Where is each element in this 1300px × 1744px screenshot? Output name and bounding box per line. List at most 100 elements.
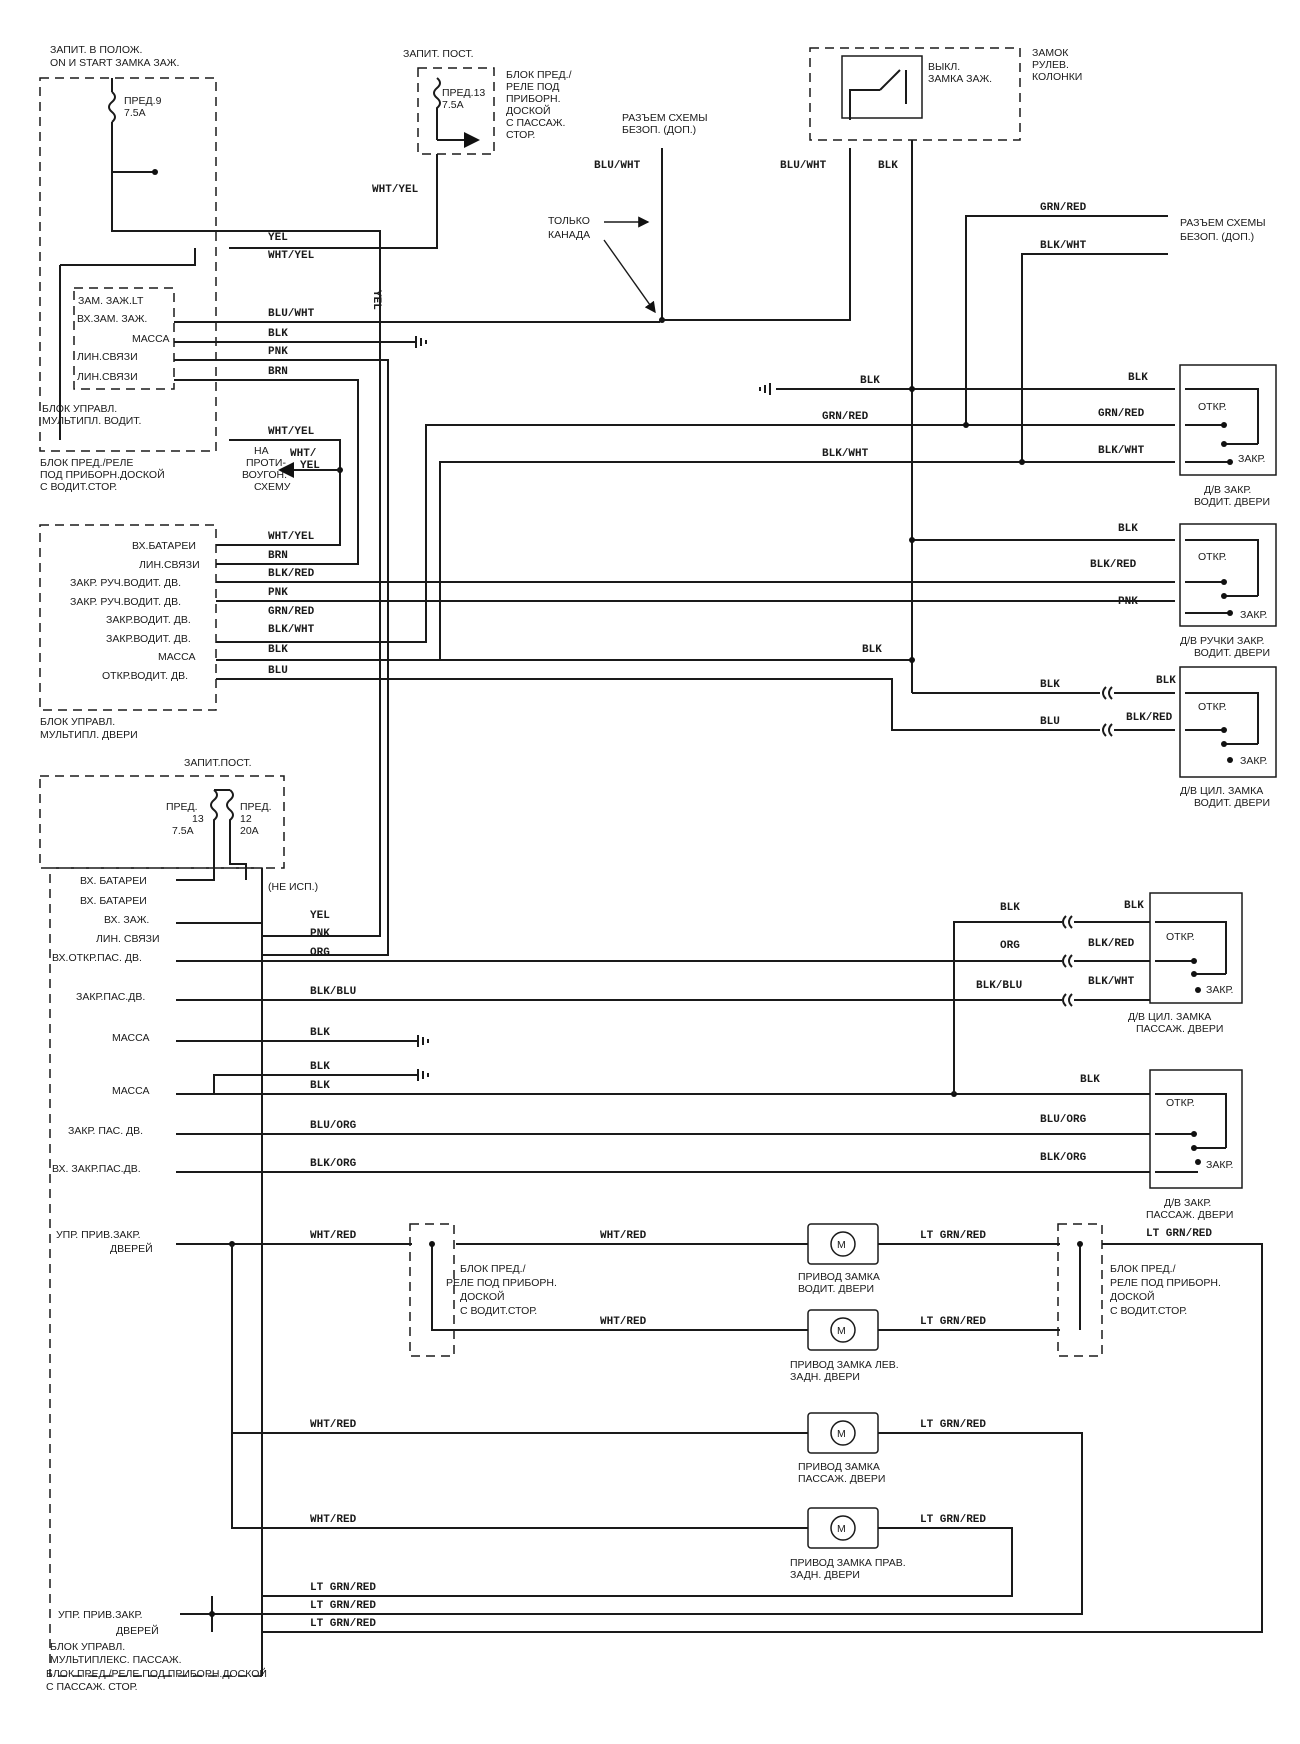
pass-pin-1: ВХ. БАТАРЕИ xyxy=(80,875,147,887)
wire-label-blk-wht-cyl-p: BLK/WHT xyxy=(1088,976,1135,988)
junction-dot xyxy=(209,1611,215,1617)
fuse13b-symbol xyxy=(176,789,218,881)
pass-mux-unit-box xyxy=(49,867,263,1677)
wire-label-blk-s1a: BLK xyxy=(860,375,880,387)
wire-label-pnk-driver: PNK xyxy=(268,346,288,358)
junction-dot xyxy=(909,657,915,663)
antitheft-label-3: ВОУГОН. xyxy=(242,469,287,481)
wire-ltgrn-return-2 xyxy=(262,1432,1083,1615)
driver-box-label-1: БЛОК ПРЕД./РЕЛЕ xyxy=(40,457,133,469)
pass-pin-9: ЗАКР. ПАС. ДВ. xyxy=(68,1125,143,1137)
wire-label-wht-yel-2: WHT/YEL xyxy=(268,426,315,438)
left-jb-label-1: БЛОК ПРЕД./ xyxy=(460,1263,526,1275)
fuse9-label-1: ПРЕД.9 xyxy=(124,95,162,107)
wire-label-wht: WHT/ xyxy=(290,448,317,460)
ign-switch-label-2: ЗАМКА ЗАЖ. xyxy=(928,73,992,85)
wire-blk-wht-sec xyxy=(1021,253,1168,462)
ign-switch-inner xyxy=(841,55,923,119)
door-pin-7: МАССА xyxy=(158,651,195,663)
actuator-driver-door: M xyxy=(807,1223,879,1265)
wire-label-blk-wht-sec: BLK/WHT xyxy=(1040,240,1087,252)
pass-pin-6: ЗАКР.ПАС.ДВ. xyxy=(76,991,145,1003)
wire-label-wht-yel-top: WHT/YEL xyxy=(372,184,419,196)
svg-text:M: M xyxy=(837,1325,846,1337)
pass-pin-11: УПР. ПРИВ.ЗАКР. xyxy=(56,1229,141,1241)
wire-label-blk-red-cyl: BLK/RED xyxy=(1126,712,1173,724)
switch3-name-2: ВОДИТ. ДВЕРИ xyxy=(1194,797,1270,809)
wire-blu-wht-ign xyxy=(660,148,851,321)
wire-label-grn-red-s1a: GRN/RED xyxy=(822,411,869,423)
svg-text:ЗАКР.: ЗАКР. xyxy=(1238,453,1265,465)
driver-door-lock-switch: ОТКР. ЗАКР. xyxy=(1179,364,1277,476)
wire-label-pnk-2a: PNK xyxy=(268,587,288,599)
left-jb-label-4: С ВОДИТ.СТОР. xyxy=(460,1305,537,1317)
fuse13-block-2: РЕЛЕ ПОД xyxy=(506,81,559,93)
fuse13-block-4: ДОСКОЙ xyxy=(506,104,551,117)
pass-pin-4: ЛИН. СВЯЗИ xyxy=(96,933,160,945)
switch3-name-1: Д/В ЦИЛ. ЗАМКА xyxy=(1180,785,1263,797)
junction-dot xyxy=(152,169,158,175)
act1-name-1: ПРИВОД ЗАМКА xyxy=(798,1271,880,1283)
sec-conn-right-1: РАЗЪЕМ СХЕМЫ xyxy=(1180,217,1266,229)
sec-conn-right-2: БЕЗОП. (ДОП.) xyxy=(1180,231,1254,243)
pass-not-used: (НЕ ИСП.) xyxy=(268,881,318,893)
wire-label-blk-pass-3b: BLK xyxy=(1080,1074,1100,1086)
steering-lock-1: ЗАМОК xyxy=(1032,47,1069,59)
wire-label-wht-red-act3: WHT/RED xyxy=(310,1419,357,1431)
pass-pin-12: ДВЕРЕЙ xyxy=(110,1242,153,1255)
fuse13-symbol xyxy=(433,77,441,140)
pass-pin-7: МАССА xyxy=(112,1032,149,1044)
wire-label-yel-vertical: YEL xyxy=(370,290,382,310)
door-pin-5: ЗАКР.ВОДИТ. ДВ. xyxy=(106,614,191,626)
wire-label-pnk-2b: PNK xyxy=(1118,596,1138,608)
canada-arrow-2 xyxy=(603,239,656,314)
fuse13b-label-3: 7.5A xyxy=(172,825,194,837)
wire-label-ltgrn-r2: LT GRN/RED xyxy=(310,1600,376,1612)
wire-label-wht-red-main: WHT/RED xyxy=(310,1230,357,1242)
ground-symbol-pass-2 xyxy=(417,1069,429,1081)
driver-fuse-relay-box xyxy=(39,77,217,452)
wire-label-blk-red-cyl-p: BLK/RED xyxy=(1088,938,1135,950)
canada-label-1: ТОЛЬКО xyxy=(548,215,590,227)
antitheft-label-4: СХЕМУ xyxy=(254,481,291,493)
wire-yel-driver xyxy=(111,122,229,232)
wire-label-blk-door: BLK xyxy=(268,644,288,656)
wire-label-wht-red-act2: WHT/RED xyxy=(600,1316,647,1328)
door-pin-2: ЛИН.СВЯЗИ xyxy=(139,559,200,571)
left-jb-label-2: РЕЛЕ ПОД ПРИБОРН. xyxy=(446,1277,557,1289)
connector-symbols-cyl-pass xyxy=(1062,915,1073,1007)
wire-label-ltgrn-r1: LT GRN/RED xyxy=(310,1618,376,1630)
driver-box-label-2: ПОД ПРИБОРН.ДОСКОЙ xyxy=(40,468,165,481)
wire-label-brn-driver: BRN xyxy=(268,366,288,378)
right-jb-label-4: С ВОДИТ.СТОР. xyxy=(1110,1305,1187,1317)
fuse13b-label-2: 13 xyxy=(192,813,204,825)
wire-label-wht-red-act4: WHT/RED xyxy=(310,1514,357,1526)
fuse9-symbol xyxy=(108,91,116,123)
wire-label-blk-gnd-2: BLK xyxy=(310,1061,330,1073)
driver-mux-title-1: БЛОК УПРАВЛ. xyxy=(42,403,117,415)
wire-blu-door xyxy=(216,678,1100,731)
pass-mux-title-4: С ПАССАЖ. СТОР. xyxy=(46,1681,138,1693)
ground-symbol-driver xyxy=(415,336,427,348)
left-jb-label-3: ДОСКОЙ xyxy=(460,1290,505,1303)
sec-conn-top-1: РАЗЪЕМ СХЕМЫ xyxy=(622,112,708,124)
wire-blk-cyl-pass xyxy=(953,921,1062,1094)
svg-text:ОТКР.: ОТКР. xyxy=(1198,401,1227,413)
cyl-pass-leads xyxy=(1074,921,1150,1001)
pass-mux-title-1: БЛОК УПРАВЛ. xyxy=(50,1641,125,1653)
svg-text:ОТКР.: ОТКР. xyxy=(1198,701,1227,713)
act2-name-2: ЗАДН. ДВЕРИ xyxy=(790,1371,860,1383)
wire-label-blk-gnd-1: BLK xyxy=(310,1027,330,1039)
ign-supply-label-2: ON И START ЗАМКА ЗАЖ. xyxy=(50,57,179,69)
wire-label-ltgrn-act2: LT GRN/RED xyxy=(920,1316,986,1328)
wire-wht-red-branches xyxy=(231,1244,262,1529)
junction-dot xyxy=(1077,1241,1083,1247)
junction-dot xyxy=(909,537,915,543)
wire-grn-red-sec xyxy=(965,215,1168,425)
driver-pin-3: МАССА xyxy=(132,333,169,345)
wire-brn-driver xyxy=(174,379,359,565)
wire-label-grn-red-sec: GRN/RED xyxy=(1040,202,1087,214)
svg-text:ОТКР.: ОТКР. xyxy=(1166,931,1195,943)
wire-label-blu-door: BLU xyxy=(268,665,288,677)
wire-ltgrn-merge xyxy=(180,1596,262,1632)
